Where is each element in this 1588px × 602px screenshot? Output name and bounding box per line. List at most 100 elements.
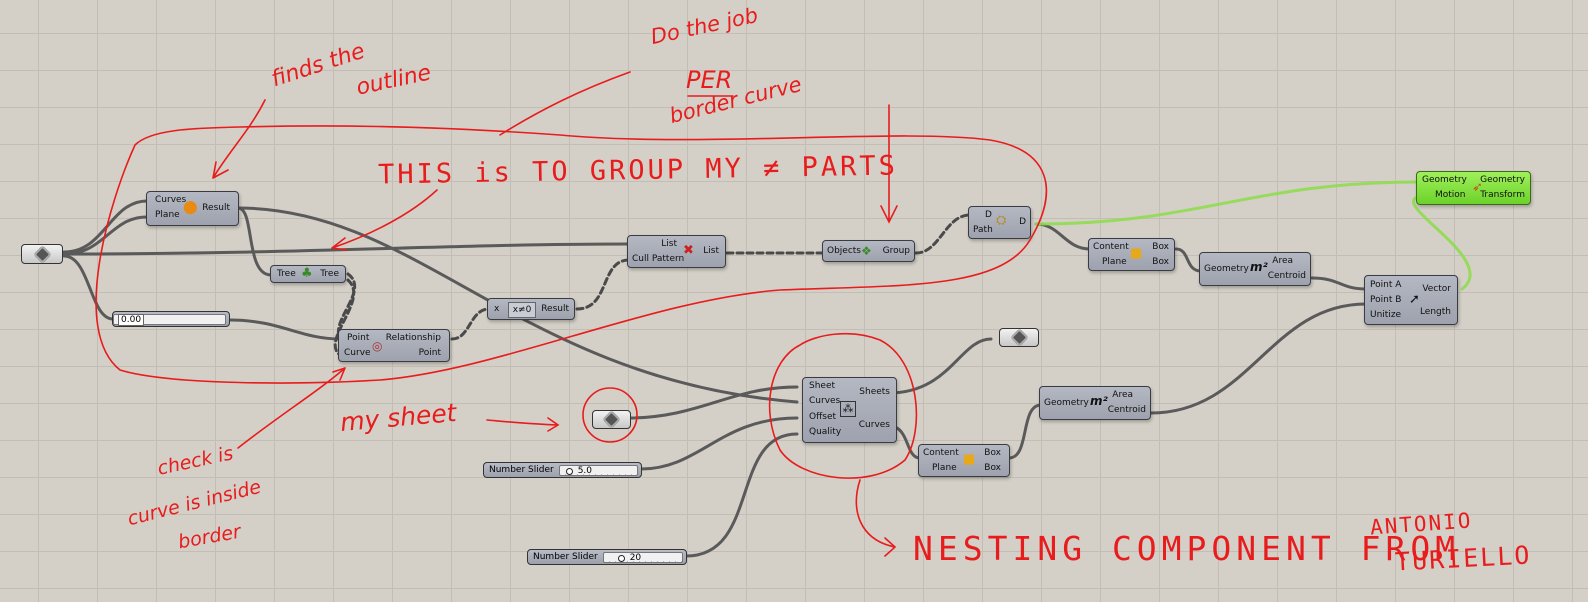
output-group: Group [882, 246, 910, 256]
input-sheet: Sheet [809, 381, 836, 391]
output-sheets: Sheets [859, 387, 890, 397]
offset-slider[interactable]: Number Slider 5.0 [483, 462, 642, 478]
input-plane: Plane [932, 463, 957, 473]
number-value-field[interactable]: 0.00 [113, 313, 226, 326]
output-transform: Transform [1480, 190, 1525, 200]
tree-branch-component[interactable]: Tree ♣ Tree [270, 265, 346, 283]
group-component[interactable]: Objects ❖ Group [822, 240, 915, 262]
arrow-do-job [499, 71, 631, 136]
output-box-2: Box [1152, 257, 1169, 267]
input-content: Content [923, 448, 959, 458]
output-vector: Vector [1422, 284, 1451, 294]
slider-knob[interactable] [565, 467, 573, 475]
note-check-3: border [176, 520, 243, 554]
output-result: Result [541, 304, 569, 314]
input-point: Point [347, 333, 370, 343]
note-check-2: curve is inside [125, 475, 264, 531]
slider-label: Number Slider [489, 465, 554, 475]
output-tree: Tree [320, 269, 339, 279]
vector-icon: ➚ [1409, 292, 1420, 307]
input-motion: Motion [1435, 190, 1466, 200]
output-result: Result [202, 203, 230, 213]
input-tree: Tree [277, 269, 296, 279]
note-nesting-caption: NESTING COMPONENT FROM [913, 529, 1461, 568]
slider-value: 20 [629, 552, 642, 563]
not-equal-zero-component[interactable]: x x≠0 Result [487, 298, 575, 320]
vector-two-point-component[interactable]: Point A Point B Unitize ➚ Vector Length [1364, 275, 1458, 325]
tree-icon: ♣ [301, 266, 313, 281]
geometry-param-input[interactable] [21, 244, 63, 264]
input-quality: Quality [809, 427, 842, 437]
input-plane: Plane [1102, 257, 1127, 267]
hexagon-icon [32, 244, 52, 264]
output-box: Box [984, 448, 1001, 458]
input-x: x [494, 304, 500, 314]
output-d: D [1019, 217, 1026, 227]
box-icon: ■ [1130, 246, 1143, 261]
slider-track[interactable]: 5.0 [558, 464, 638, 476]
output-relationship: Relationship [385, 333, 441, 343]
not-equal-operator: x≠0 [508, 302, 536, 318]
input-point-b: Point B [1370, 295, 1402, 305]
input-geometry: Geometry [1204, 264, 1249, 274]
input-content: Content [1093, 242, 1129, 252]
input-cull-pattern: Cull Pattern [632, 254, 685, 264]
slider-track[interactable]: 20 [602, 551, 683, 563]
input-geometry: Geometry [1044, 398, 1089, 408]
note-finds-outline-1: finds the [268, 38, 369, 93]
arrow-finds-outline [212, 99, 266, 179]
arrow-nesting-caption [855, 479, 897, 557]
input-offset: Offset [809, 412, 837, 422]
note-my-sheet: my sheet [338, 397, 458, 438]
point-in-curve-component[interactable]: Point Curve ◎ Relationship Point [338, 329, 450, 362]
region-union-component[interactable]: Curves Plane ⬤ Result [146, 191, 239, 226]
output-centroid: Centroid [1107, 405, 1146, 415]
arrow-my-sheet [486, 417, 560, 432]
arrow-check [237, 367, 346, 449]
nesting-component[interactable]: Sheet Curves Offset Quality ⁂ Sheets Cur… [802, 377, 897, 443]
slider-knob[interactable] [617, 554, 625, 562]
input-objects: Objects [827, 246, 862, 256]
area-component-bottom[interactable]: Geometry m² Area Centroid [1039, 386, 1151, 420]
data-path-component[interactable]: D Path ⛭ D [968, 206, 1031, 239]
input-curve: Curve [344, 348, 371, 358]
group-icon: ❖ [861, 244, 872, 258]
number-value: 0.00 [118, 313, 145, 326]
output-centroid: Centroid [1267, 271, 1306, 281]
area-component-top[interactable]: Geometry m² Area Centroid [1199, 252, 1311, 286]
move-component[interactable]: Geometry Motion ➶ Geometry Transform [1416, 171, 1531, 205]
note-do-job-2: PER [686, 66, 733, 94]
input-path: Path [973, 225, 993, 235]
hexagon-icon [1009, 328, 1029, 347]
output-area: Area [1272, 256, 1293, 266]
input-curves: Curves [155, 195, 187, 205]
bounding-box-component-bottom[interactable]: Content Plane ■ Box Box [918, 444, 1010, 477]
output-box-2: Box [984, 463, 1001, 473]
quality-slider[interactable]: Number Slider 20 [527, 549, 687, 565]
bounding-box-component-top[interactable]: Content Plane ■ Box Box [1088, 238, 1175, 271]
slider-value: 5.0 [577, 465, 593, 476]
geometry-param-output[interactable] [999, 328, 1039, 347]
path-icon: ⛭ [996, 213, 1007, 228]
input-point-a: Point A [1370, 280, 1402, 290]
note-group-parts: THIS is TO GROUP MY ≠ PARTS [377, 150, 899, 191]
number-param-top[interactable]: 0.00 [112, 311, 230, 327]
cull-pattern-component[interactable]: List Cull Pattern ✖ List [627, 235, 726, 268]
note-do-job-1: Do the job [648, 2, 761, 50]
slider-label: Number Slider [533, 552, 598, 562]
cull-icon: ✖ [683, 243, 694, 258]
output-length: Length [1419, 307, 1451, 317]
nesting-icon: ⁂ [840, 401, 856, 417]
area-icon: m² [1250, 260, 1268, 274]
input-unitize: Unitize [1370, 310, 1402, 320]
output-list: List [703, 246, 719, 256]
union-icon: ⬤ [183, 200, 198, 215]
output-curves: Curves [858, 420, 890, 430]
arrow-group-tree [331, 189, 438, 251]
output-point: Point [418, 348, 441, 358]
sheet-geometry-param[interactable] [592, 410, 631, 429]
output-box: Box [1152, 242, 1169, 252]
input-list: List [661, 239, 677, 249]
containment-icon: ◎ [372, 339, 383, 353]
input-plane: Plane [155, 210, 180, 220]
